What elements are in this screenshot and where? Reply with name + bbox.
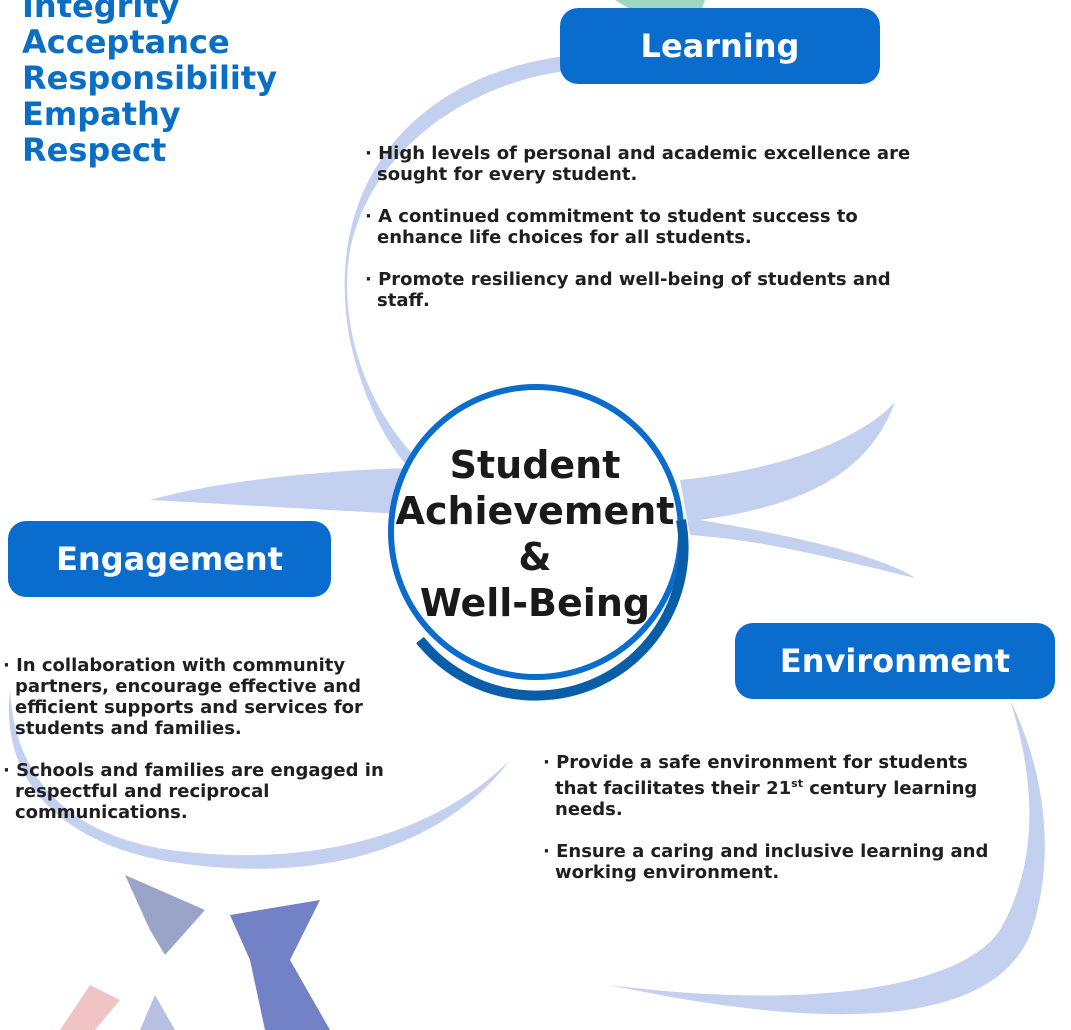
center-line: Student — [449, 443, 621, 487]
center-title: Student Achievement & Well-Being — [380, 394, 690, 674]
swoosh-right — [680, 402, 915, 578]
learning-heading: Learning — [560, 8, 880, 84]
value-item: Respect — [22, 131, 167, 169]
star-icon — [230, 900, 330, 1030]
environment-bullet: · Ensure a caring and inclusive learning… — [543, 841, 989, 883]
star-icon — [140, 995, 175, 1030]
center-line: Well-Being — [419, 581, 651, 625]
environment-heading: Environment — [735, 623, 1055, 699]
engagement-bullets: · In collaboration with community partne… — [3, 655, 408, 844]
learning-bullet: · Promote resiliency and well-being of s… — [365, 269, 891, 311]
environment-bullets: · Provide a safe environment for student… — [543, 752, 1013, 904]
value-item: Responsibility — [22, 59, 278, 97]
values-list: Integrity Acceptance Responsibility Empa… — [22, 0, 277, 168]
star-icon — [125, 875, 205, 955]
center-circle-shadow — [416, 519, 689, 701]
engagement-bullet: · In collaboration with community partne… — [3, 655, 363, 739]
center-line: & — [518, 535, 552, 579]
center-line: Achievement — [395, 489, 675, 533]
engagement-bullet: · Schools and families are engaged in re… — [3, 760, 384, 823]
value-item: Acceptance — [22, 23, 230, 61]
environment-bullet-text: · Provide a safe environment for student… — [543, 752, 968, 799]
environment-bullet-sup: st — [791, 777, 803, 790]
learning-bullets: · High levels of personal and academic e… — [365, 143, 925, 332]
value-item: Integrity — [22, 0, 180, 25]
environment-bullet-text: century learning needs. — [555, 778, 978, 820]
engagement-heading: Engagement — [8, 521, 331, 597]
learning-bullet: · A continued commitment to student succ… — [365, 206, 858, 248]
star-icon — [60, 985, 120, 1030]
value-item: Empathy — [22, 95, 181, 133]
learning-bullet: · High levels of personal and academic e… — [365, 143, 911, 185]
environment-bullet: · Provide a safe environment for student… — [543, 752, 1013, 820]
